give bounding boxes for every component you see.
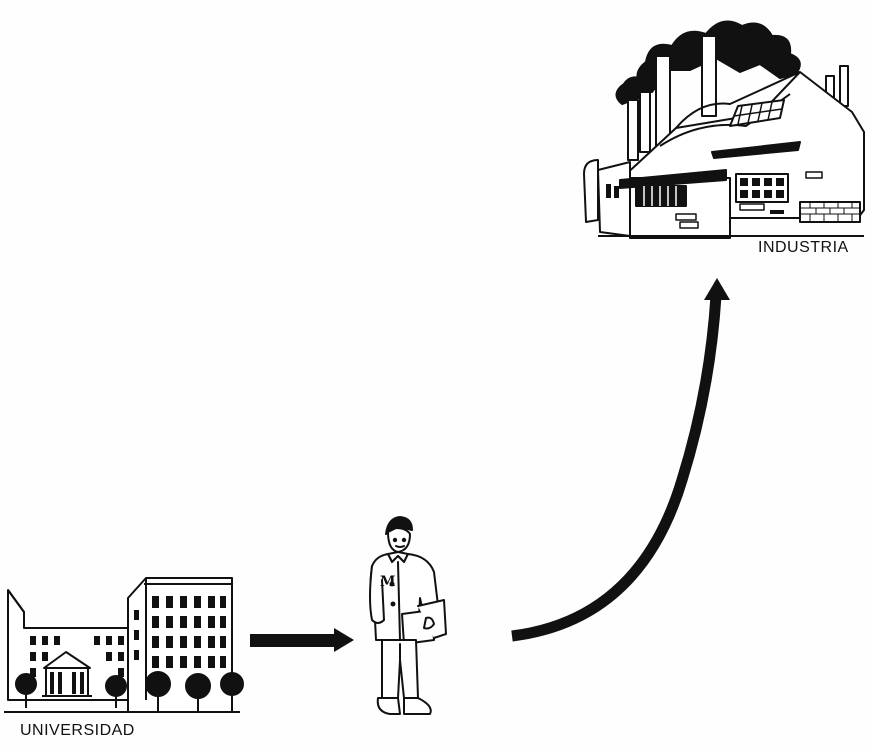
factory-building-icon: [583, 20, 865, 239]
tree-icons: [15, 671, 244, 712]
arrow-university-to-graduate-icon: [250, 628, 354, 652]
university-label: UNIVERSIDAD: [20, 722, 135, 739]
industry-label: INDUSTRIA: [758, 239, 849, 256]
graduate-figure-icon: M: [369, 516, 447, 715]
arrow-graduate-to-industry-icon: [511, 278, 730, 642]
